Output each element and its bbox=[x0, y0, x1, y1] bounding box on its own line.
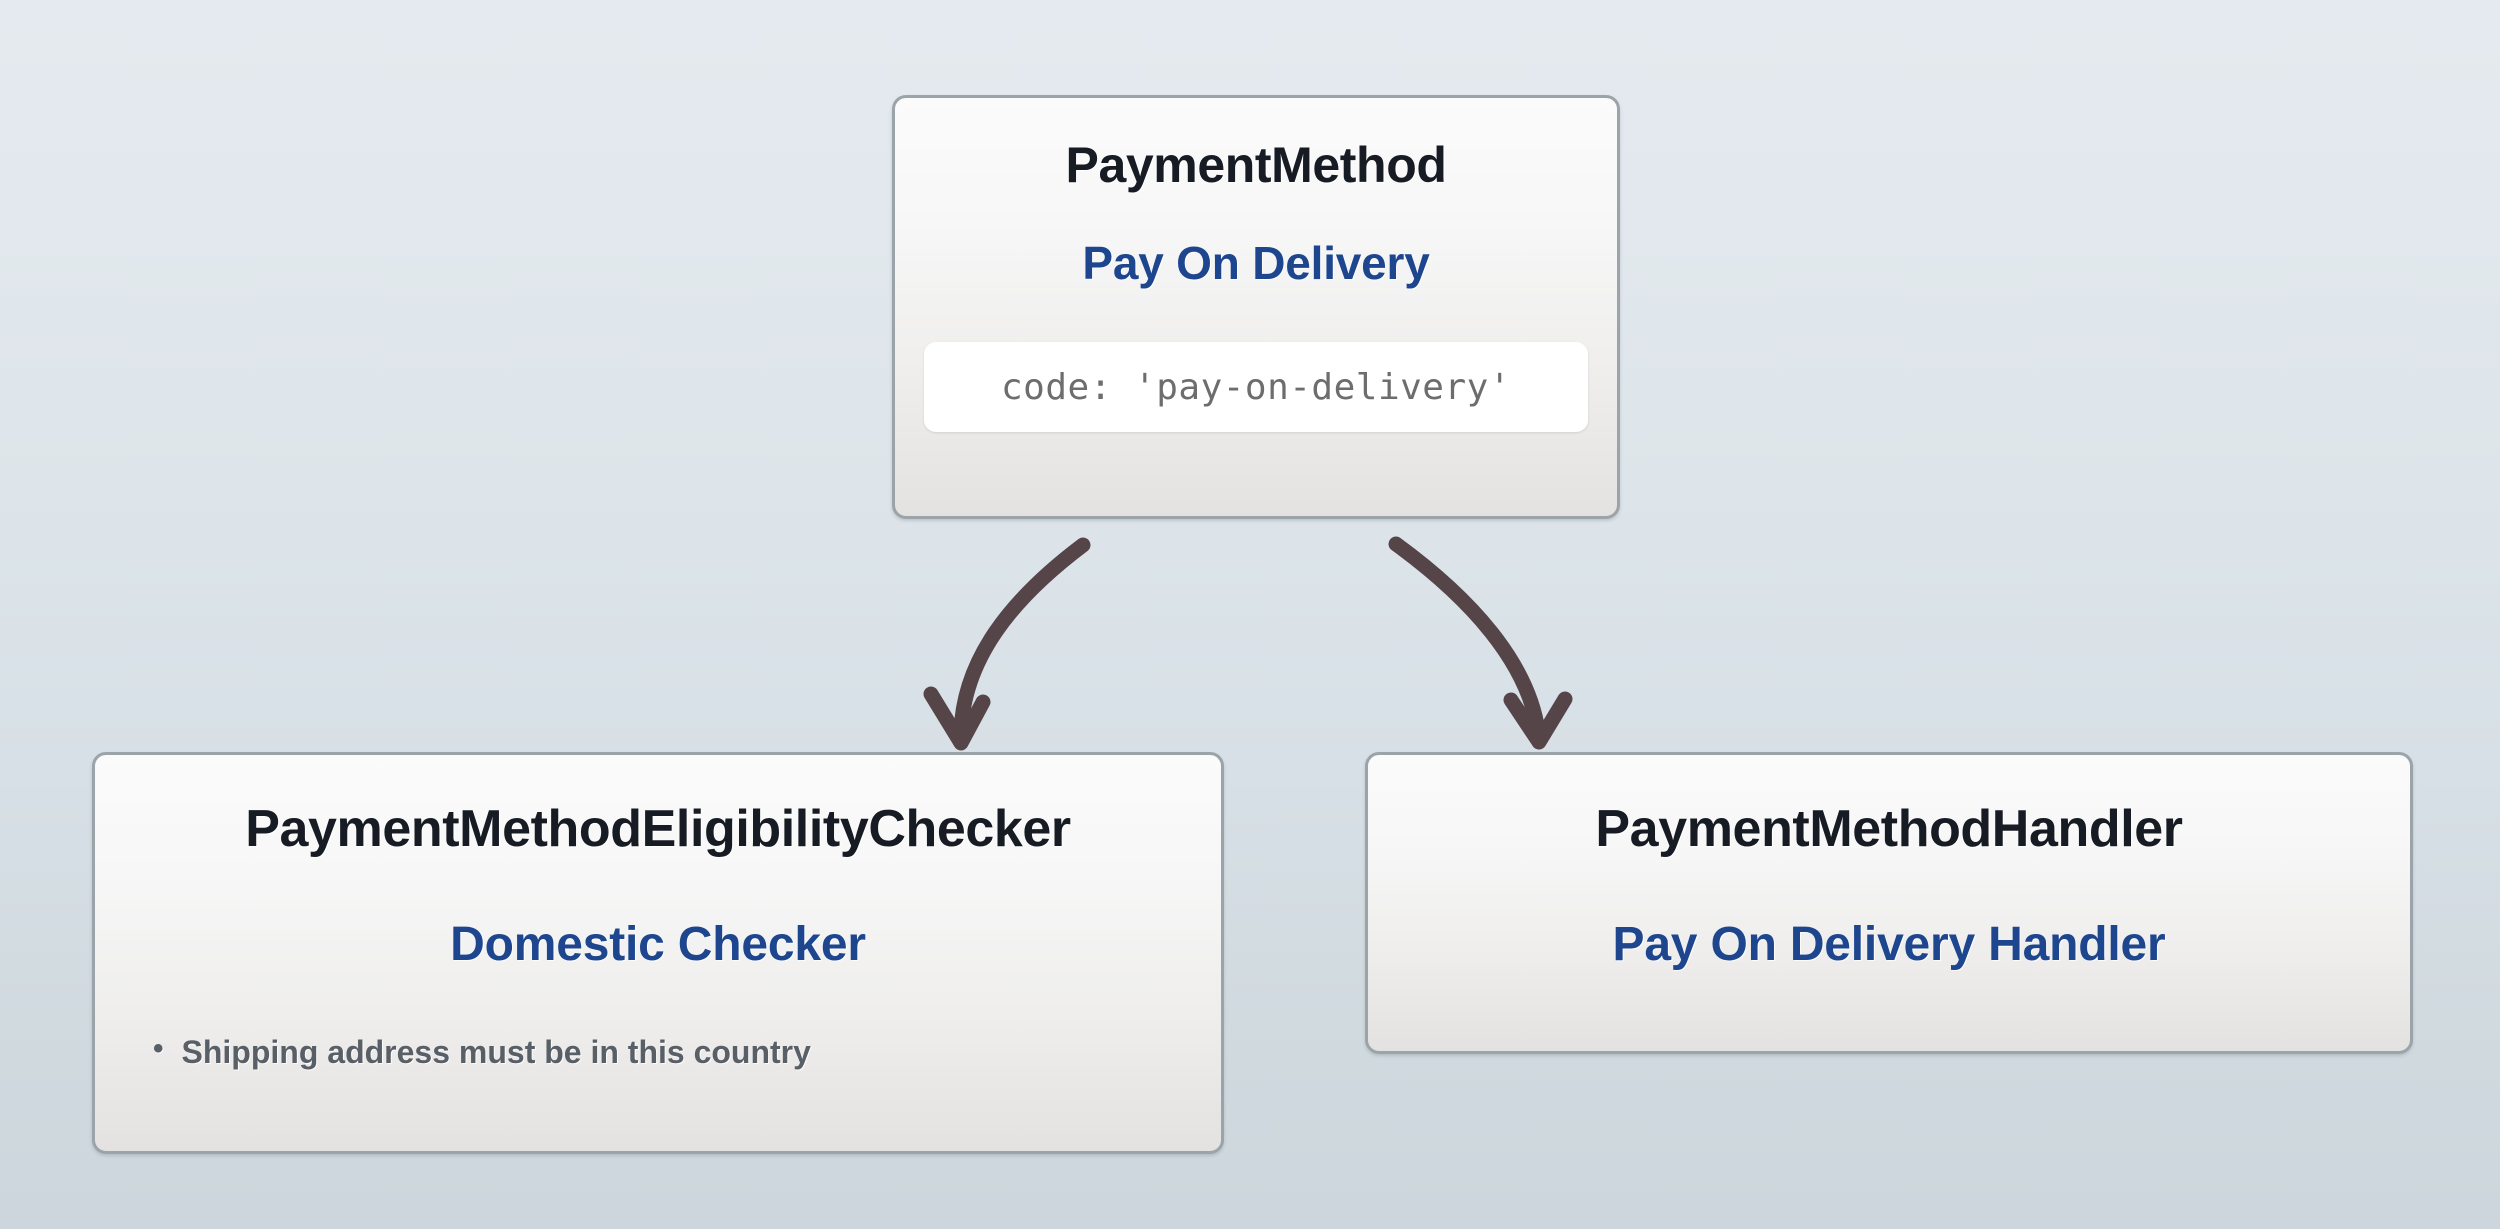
eligibility-rule-text: Shipping address must be in this country bbox=[181, 1034, 811, 1070]
connector-arrow-to-payment-handler bbox=[1388, 536, 1546, 739]
node-payment-method-code-chip: code: 'pay-on-delivery' bbox=[924, 342, 1588, 432]
node-eligibility-checker-display-name: Domestic Checker bbox=[450, 918, 866, 971]
eligibility-rule-list: • Shipping address must be in this count… bbox=[127, 1034, 1189, 1071]
node-payment-method-handler[interactable]: PaymentMethodHandler Pay On Delivery Han… bbox=[1365, 752, 2413, 1054]
connector-arrow-to-eligibility-checker bbox=[953, 537, 1091, 741]
node-eligibility-checker-type-name: PaymentMethodEligibilityChecker bbox=[245, 800, 1071, 858]
node-payment-method-type-name: PaymentMethod bbox=[1065, 137, 1447, 193]
node-payment-handler-type-name: PaymentMethodHandler bbox=[1595, 800, 2183, 858]
node-payment-method-eligibility-checker[interactable]: PaymentMethodEligibilityChecker Domestic… bbox=[92, 752, 1224, 1154]
node-payment-method[interactable]: PaymentMethod Pay On Delivery code: 'pay… bbox=[892, 95, 1620, 519]
list-item: • Shipping address must be in this count… bbox=[127, 1034, 1189, 1071]
node-payment-handler-display-name: Pay On Delivery Handler bbox=[1612, 918, 2166, 971]
connector-arrowhead-to-eligibility-checker bbox=[923, 686, 991, 751]
connector-arrowhead-to-payment-handler bbox=[1503, 691, 1573, 750]
node-payment-method-display-name: Pay On Delivery bbox=[1082, 237, 1430, 289]
bullet-icon: • bbox=[153, 1032, 164, 1065]
